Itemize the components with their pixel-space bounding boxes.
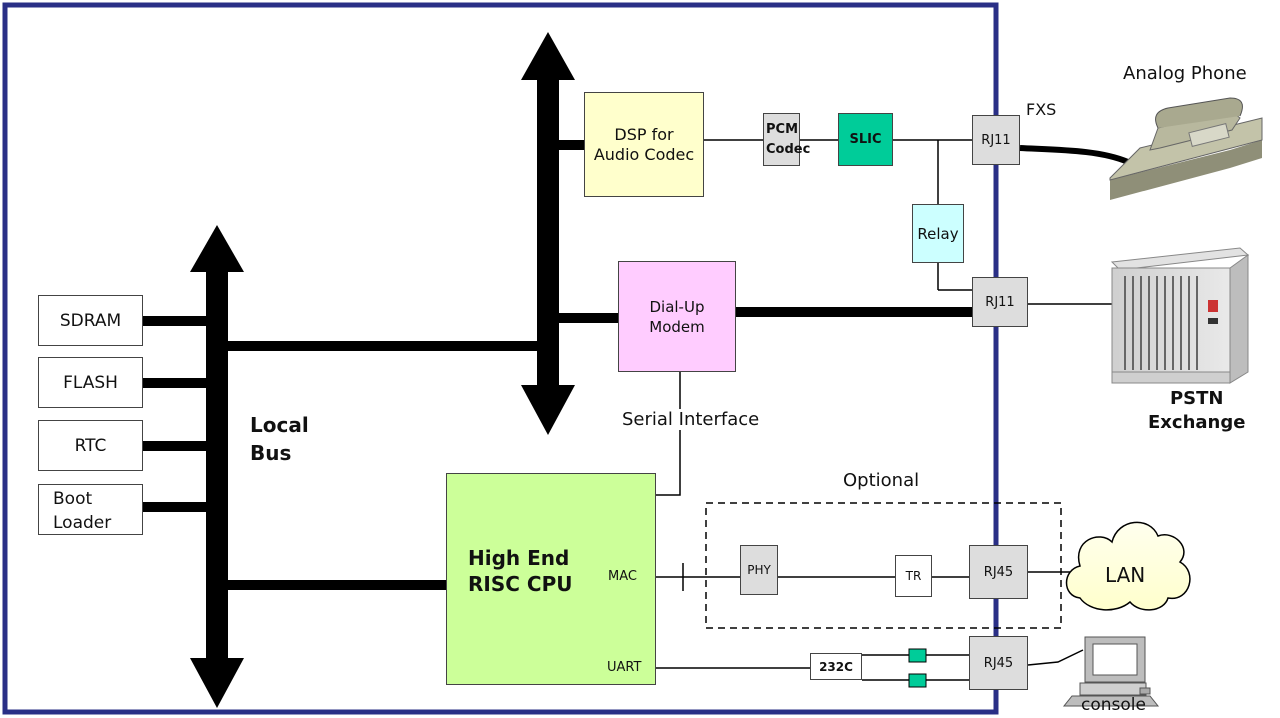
mac-port-label: MAC: [608, 569, 637, 584]
boot-loader-block: Boot Loader: [38, 484, 143, 535]
telephone-icon: [1109, 97, 1263, 200]
rj45-lan-label: RJ45: [983, 564, 1014, 580]
rtc-block: RTC: [38, 420, 143, 471]
relay-label: Relay: [917, 224, 959, 243]
rj11-phone-connector: RJ11: [972, 115, 1020, 165]
phy-label: PHY: [747, 563, 771, 577]
dsp-label: DSP for Audio Codec: [593, 124, 695, 164]
slic-block: SLIC: [838, 113, 893, 166]
rj11-pstn-label: RJ11: [985, 294, 1015, 310]
boot-loader-label: Boot Loader: [53, 489, 112, 533]
bus-links: [143, 140, 978, 590]
cpu-block: [446, 473, 656, 685]
uart-port-label: UART: [607, 660, 642, 675]
tr-label: TR: [905, 569, 922, 583]
rs232-block: 232C: [810, 653, 862, 680]
phone-cord: [1019, 145, 1130, 165]
rj45-console-label: RJ45: [983, 655, 1014, 671]
rtc-label: RTC: [74, 435, 107, 456]
rj45-lan-connector: RJ45: [969, 545, 1028, 599]
pcm-codec-label: PCM Codec: [766, 121, 811, 157]
rj11-pstn-connector: RJ11: [972, 277, 1028, 327]
optional-label: Optional: [843, 470, 920, 491]
lan-label: LAN: [1105, 563, 1146, 587]
console-label: console: [1081, 695, 1146, 715]
serial-connector-bottom: [908, 673, 927, 688]
slic-label: SLIC: [849, 132, 882, 147]
analog-phone-label: Analog Phone: [1123, 63, 1247, 84]
board-frame: [2, 2, 999, 715]
sdram-label: SDRAM: [59, 310, 122, 331]
flash-label: FLASH: [63, 372, 118, 393]
serial-connector-top: [908, 648, 927, 663]
relay-block: Relay: [912, 204, 964, 263]
local-bus-arrow: [190, 225, 244, 708]
computer-icon: [1062, 636, 1160, 707]
modem-block: Dial-Up Modem: [618, 261, 736, 372]
tr-block: TR: [895, 555, 932, 597]
dsp-block: DSP for Audio Codec: [584, 92, 704, 197]
sdram-block: SDRAM: [38, 295, 143, 346]
local-bus-label: Local Bus: [250, 413, 309, 465]
serial-interface-label: Serial Interface: [622, 409, 760, 430]
rs232-label: 232C: [819, 659, 853, 674]
pstn-exchange-label: PSTN Exchange: [1148, 388, 1246, 433]
fxs-label: FXS: [1026, 100, 1057, 119]
pstn-rack-icon: [1110, 247, 1250, 384]
upper-bus-arrow: [521, 32, 575, 435]
rj11-phone-label: RJ11: [981, 132, 1011, 148]
rj45-console-connector: RJ45: [969, 636, 1028, 690]
pcm-codec-block: PCM Codec: [763, 113, 810, 166]
modem-label: Dial-Up Modem: [649, 297, 705, 336]
cloud-icon: [1065, 521, 1191, 611]
phy-block: PHY: [740, 545, 778, 595]
flash-block: FLASH: [38, 357, 143, 408]
signal-lines: [656, 139, 1113, 681]
cpu-title: High End RISC CPU: [468, 546, 573, 596]
